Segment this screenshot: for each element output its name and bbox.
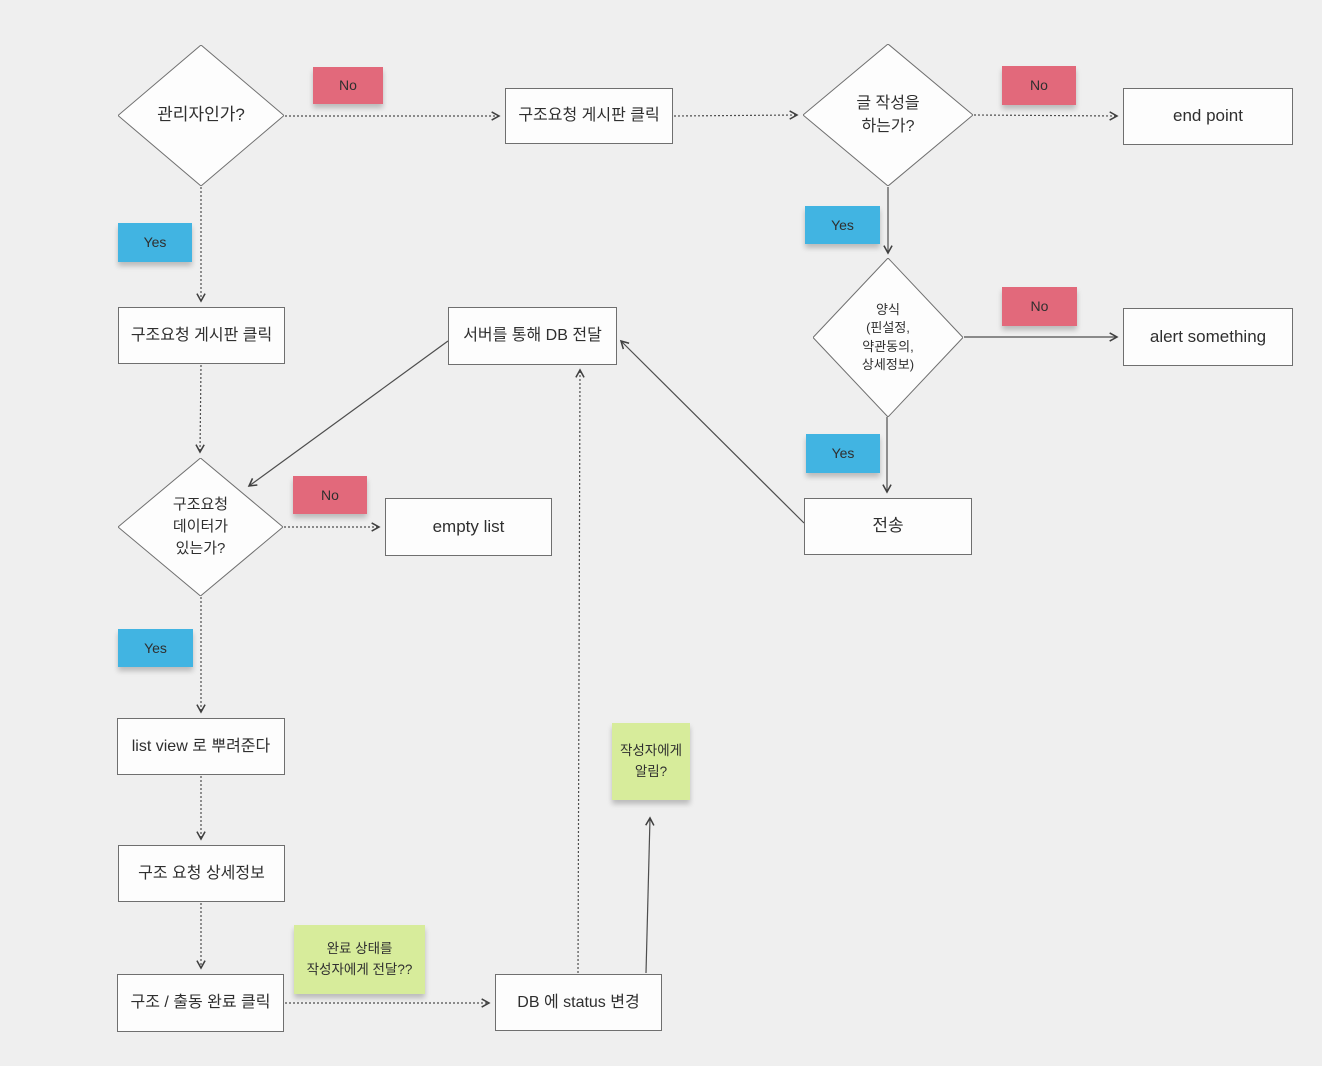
node-label: 서버를 통해 DB 전달 (463, 327, 602, 345)
node-label: DB 에 status 변경 (517, 993, 640, 1011)
node-label: 양식 (핀설정, 약관동의, 상세정보) (861, 302, 915, 372)
sticky-label: 완료 상태를 작성자에게 전달?? (306, 941, 413, 977)
node-list-view-box[interactable]: list view 로 뿌려준다 (117, 718, 285, 775)
connector-writecheck-to-endpoint (973, 111, 1119, 121)
sticky-yes-form[interactable]: Yes (806, 434, 880, 473)
sticky-label: No (1030, 298, 1049, 315)
sticky-note-complete-status[interactable]: 완료 상태를 작성자에게 전달?? (294, 925, 425, 994)
sticky-no-data[interactable]: No (293, 476, 367, 514)
node-label: 글 작성을 하는가? (856, 94, 920, 135)
node-label: list view 로 뿌려준다 (131, 737, 271, 755)
sticky-no-admin[interactable]: No (313, 67, 383, 104)
sticky-label: No (321, 486, 339, 503)
node-label: 구조 / 출동 완료 클릭 (130, 994, 271, 1012)
diamond-shape (813, 258, 963, 417)
connector-send-to-serverdb (619, 339, 805, 524)
node-end-point-box[interactable]: end point (1123, 88, 1293, 145)
node-empty-list-box[interactable]: empty list (385, 498, 552, 556)
sticky-label: No (1030, 77, 1048, 94)
node-label: 구조요청 데이터가 있는가? (172, 496, 229, 557)
node-label: 전송 (872, 516, 904, 536)
node-send-box[interactable]: 전송 (804, 498, 972, 555)
node-label: end point (1173, 106, 1243, 126)
sticky-label: No (339, 77, 357, 94)
node-admin-check-diamond[interactable]: 관리자인가? (118, 45, 284, 186)
node-server-db-box[interactable]: 서버를 통해 DB 전달 (448, 307, 617, 365)
node-board-click-left-box[interactable]: 구조요청 게시판 클릭 (118, 307, 285, 364)
node-db-status-box[interactable]: DB 에 status 변경 (495, 974, 662, 1031)
node-label: 구조요청 게시판 클릭 (518, 107, 660, 125)
node-alert-something-box[interactable]: alert something (1123, 308, 1293, 366)
sticky-label: Yes (143, 234, 167, 251)
sticky-label: 작성자에게 알림? (619, 743, 683, 779)
node-label: alert something (1149, 326, 1267, 346)
sticky-label: Yes (144, 639, 167, 656)
diamond-shape (118, 45, 284, 186)
node-label: 구조 요청 상세정보 (138, 864, 265, 882)
diamond-shape (803, 44, 973, 186)
sticky-no-write-post[interactable]: No (1002, 66, 1076, 105)
node-detail-info-box[interactable]: 구조 요청 상세정보 (118, 845, 285, 902)
node-label: empty list (432, 516, 505, 536)
node-label: 구조요청 게시판 클릭 (130, 326, 273, 344)
sticky-label: Yes (831, 445, 855, 462)
sticky-label: Yes (831, 216, 854, 233)
node-form-check-diamond[interactable]: 양식 (핀설정, 약관동의, 상세정보) (813, 258, 963, 417)
connector-board-to-writecheck (673, 110, 799, 120)
sticky-yes-data[interactable]: Yes (118, 629, 193, 667)
node-board-click-top-box[interactable]: 구조요청 게시판 클릭 (505, 88, 673, 144)
connector-dbstatus-to-notifynote (645, 816, 655, 974)
connector-boardleft-to-datacheck (195, 364, 205, 454)
diamond-shape (118, 458, 283, 596)
node-write-post-check-diamond[interactable]: 글 작성을 하는가? (803, 44, 973, 186)
sticky-yes-write-post[interactable]: Yes (805, 206, 880, 244)
node-complete-click-box[interactable]: 구조 / 출동 완료 클릭 (117, 974, 284, 1032)
node-label: 관리자인가? (157, 105, 245, 125)
connector-dbstatus-to-serverdb (575, 368, 585, 974)
sticky-no-form[interactable]: No (1002, 287, 1077, 326)
sticky-note-notify-author[interactable]: 작성자에게 알림? (612, 723, 690, 800)
node-data-check-diamond[interactable]: 구조요청 데이터가 있는가? (118, 458, 283, 596)
sticky-yes-admin[interactable]: Yes (118, 223, 192, 262)
